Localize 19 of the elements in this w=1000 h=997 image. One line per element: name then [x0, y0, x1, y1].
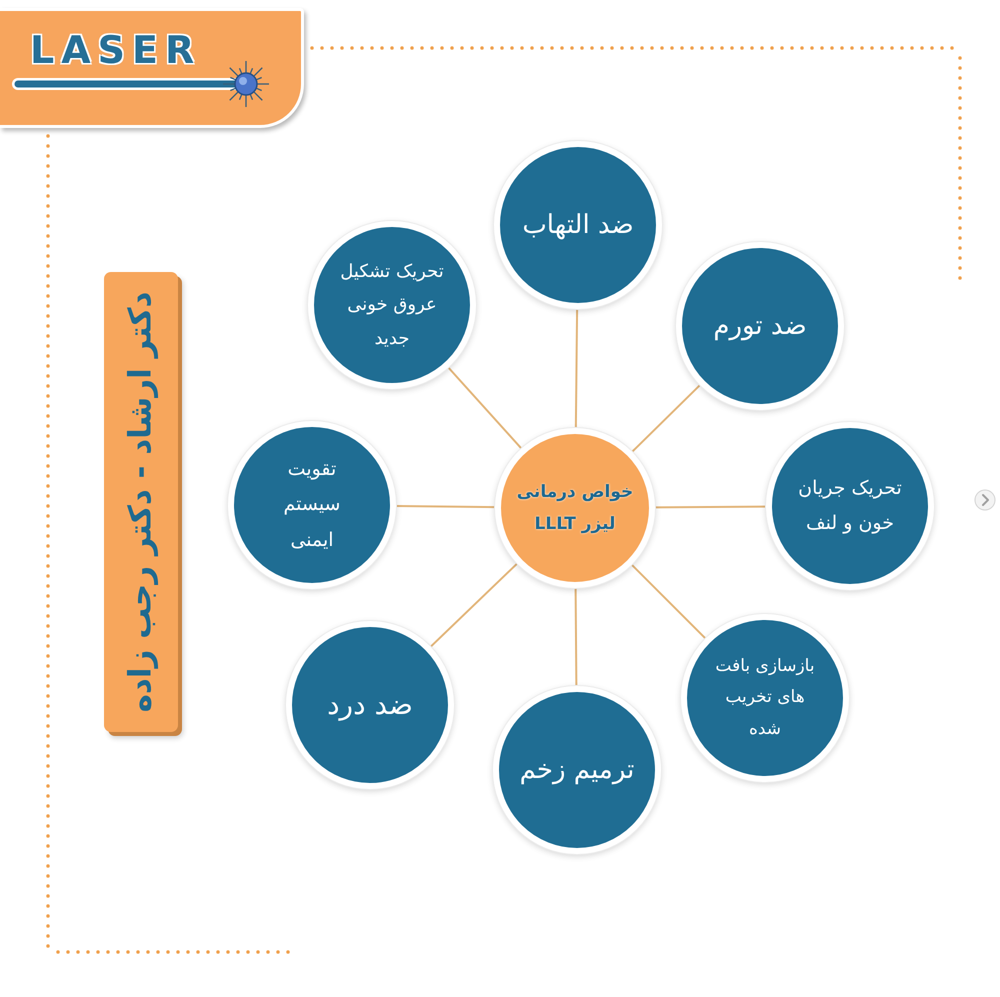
connector-line — [631, 384, 701, 453]
connector-line — [430, 562, 518, 648]
topic-label: ضد التهاب — [521, 208, 635, 242]
connector-line — [448, 366, 522, 450]
topic-label: ضد درد — [326, 687, 414, 724]
connector-line — [630, 564, 706, 640]
hub-label: خواص درمانی لیزر LLLT — [516, 480, 634, 536]
connector-line — [396, 504, 496, 508]
header-title: LASER — [30, 31, 202, 69]
topic-label: تحریک تشکیل عروق خونی جدید — [339, 260, 445, 351]
topic-label: ترمیم زخم — [518, 754, 636, 787]
doctor-names: دکتر ارشاد - دکتر رجب زاده — [122, 292, 160, 712]
topic-label: تحریک جریان خون و لنف — [797, 476, 903, 536]
connector-line — [654, 506, 766, 508]
connector-line — [574, 588, 578, 686]
topic-label: تقویت سیستم ایمنی — [282, 457, 342, 553]
topic-label: بازسازی بافت های تخریب شده — [714, 654, 816, 741]
topic-label: ضد تورم — [712, 310, 808, 343]
connector-line — [574, 308, 578, 428]
